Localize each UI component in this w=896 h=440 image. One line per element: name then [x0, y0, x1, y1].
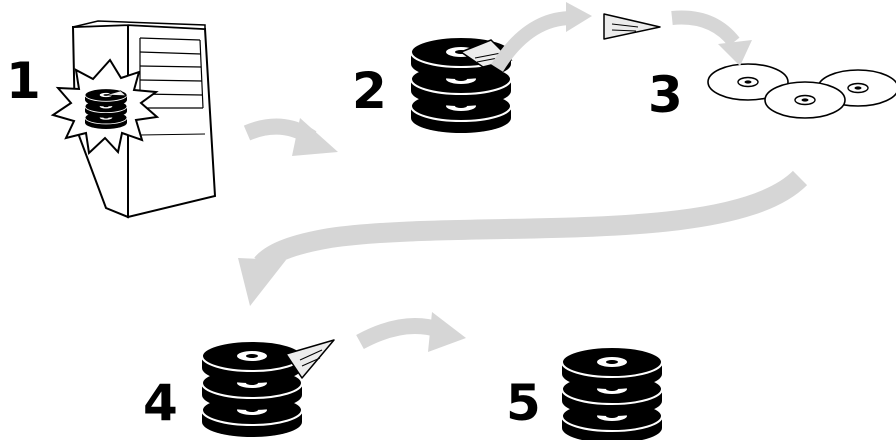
step-3-number: 3: [648, 66, 683, 124]
data-segment-icon: [603, 13, 661, 40]
arrow-4-to-5: [356, 312, 466, 352]
arrow-segment-to-3: [671, 10, 752, 66]
restored-disk-stack-icon: [562, 347, 662, 440]
step-2-number: 2: [352, 62, 387, 120]
step-5-number: 5: [506, 374, 541, 432]
arrow-2-to-segment: [491, 2, 592, 72]
source-disk-stack-icon: [411, 37, 513, 133]
arrow-3-to-4: [238, 170, 808, 306]
step-4-number: 4: [143, 374, 178, 432]
restoring-disk-stack-icon: [202, 339, 335, 437]
backup-discs-icon: [707, 63, 896, 119]
failing-disk-stack-icon: [85, 89, 128, 129]
arrow-1-to-2: [243, 118, 338, 156]
step-1-number: 1: [6, 52, 41, 110]
